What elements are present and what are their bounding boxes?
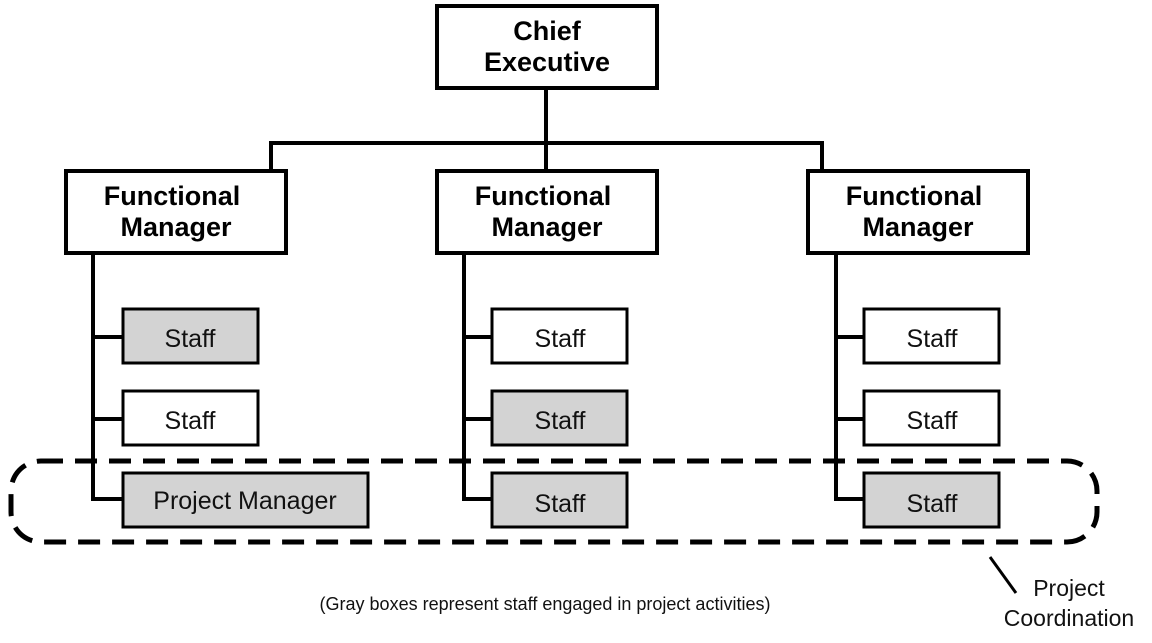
project-coordination-outline bbox=[8, 458, 1100, 545]
staff-box: Staff bbox=[862, 471, 1001, 529]
functional-manager-2-line-2: Manager bbox=[491, 212, 603, 242]
staff-box: Staff bbox=[862, 389, 1001, 447]
project-coordination-label-line-1: Project bbox=[1033, 575, 1105, 601]
project-coordination-leader-line bbox=[988, 556, 1018, 594]
project-manager-box: Project Manager bbox=[121, 471, 370, 529]
staff-label: Staff bbox=[535, 490, 586, 518]
chief-executive-box: Chief Executive bbox=[435, 4, 659, 90]
legend-caption: (Gray boxes represent staff engaged in p… bbox=[320, 594, 771, 614]
staff-box: Staff bbox=[490, 389, 629, 447]
functional-manager-box-1: Functional Manager bbox=[64, 169, 288, 255]
staff-box: Staff bbox=[121, 389, 260, 447]
chief-executive-line-2: Executive bbox=[484, 47, 610, 77]
functional-manager-3-line-2: Manager bbox=[862, 212, 974, 242]
staff-box: Staff bbox=[490, 307, 629, 365]
staff-box: Staff bbox=[490, 471, 629, 529]
staff-label: Staff bbox=[165, 407, 216, 435]
staff-label: Staff bbox=[535, 407, 586, 435]
staff-box: Staff bbox=[862, 307, 1001, 365]
functional-manager-1-line-2: Manager bbox=[120, 212, 232, 242]
functional-manager-box-2: Functional Manager bbox=[435, 169, 659, 255]
staff-box: Staff bbox=[121, 307, 260, 365]
staff-label: Staff bbox=[535, 325, 586, 353]
functional-manager-1-line-1: Functional bbox=[104, 181, 241, 211]
project-manager-label: Project Manager bbox=[153, 487, 336, 515]
chief-executive-line-1: Chief bbox=[513, 16, 582, 46]
project-coordination-label-line-2: Coordination bbox=[1004, 605, 1134, 631]
staff-label: Staff bbox=[907, 407, 958, 435]
staff-label: Staff bbox=[907, 490, 958, 518]
functional-manager-3-line-1: Functional bbox=[846, 181, 983, 211]
functional-manager-2-line-1: Functional bbox=[475, 181, 612, 211]
functional-manager-box-3: Functional Manager bbox=[806, 169, 1030, 255]
staff-label: Staff bbox=[165, 325, 216, 353]
staff-label: Staff bbox=[907, 325, 958, 353]
